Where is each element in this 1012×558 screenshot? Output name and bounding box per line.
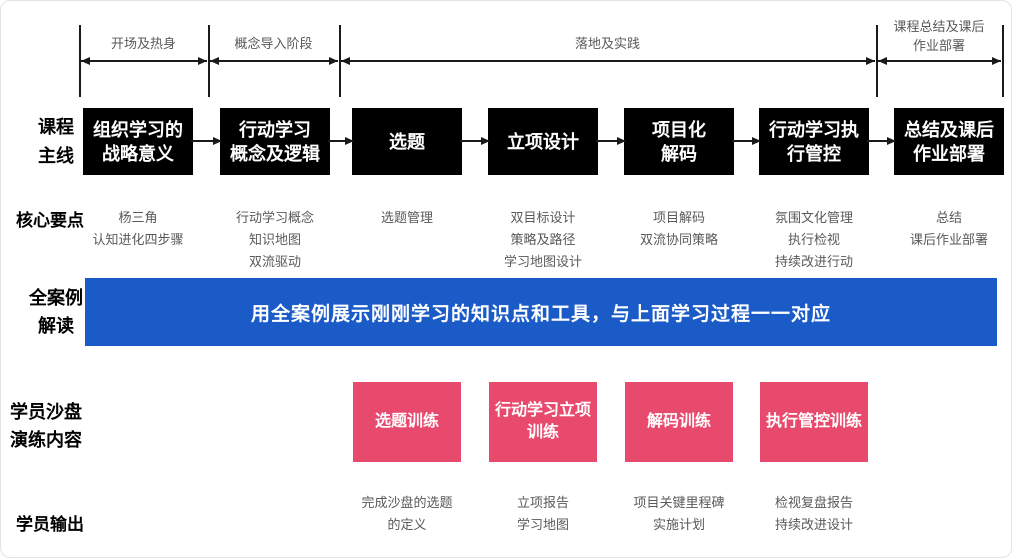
key-points-text: 杨三角 认知进化四步骤 — [92, 210, 184, 247]
course-box-topic: 选题 — [352, 108, 462, 175]
row-label-sandbox-practice: 学员沙盘 演练内容 — [10, 402, 82, 450]
double-arrow-icon — [341, 60, 875, 62]
timeline-phase-label: 落地及实践 — [574, 36, 640, 51]
row-label-course-main-line: 课程 主线 — [38, 117, 74, 166]
timeline-tick — [79, 25, 81, 97]
timeline-tick — [339, 25, 341, 97]
course-box-strategy: 组织学习的 战略意义 — [83, 108, 193, 175]
output-text: 项目关键里程碑 实施计划 — [633, 495, 725, 532]
sandbox-box-project-training: 行动学习立项 训练 — [489, 382, 597, 462]
key-points-text: 行动学习概念 知识地图 双流驱动 — [235, 210, 314, 269]
key-points-text: 氛围文化管理 执行检视 持续改进行动 — [774, 210, 853, 269]
key-points-text: 项目解码 双流协同策略 — [639, 210, 718, 247]
arrow-right-icon — [867, 140, 895, 142]
key-points-text: 选题管理 — [380, 210, 433, 225]
row-label-student-output: 学员输出 — [16, 515, 84, 534]
sandbox-box-execution-training: 执行管控训练 — [760, 382, 868, 462]
timeline-tick — [1002, 25, 1004, 97]
timeline-tick — [208, 25, 210, 97]
output-text: 检视复盘报告 持续改进设计 — [774, 495, 853, 532]
row-label-key-points: 核心要点 — [16, 211, 84, 230]
sandbox-box-decoding-training: 解码训练 — [625, 382, 733, 462]
arrow-right-icon — [596, 140, 625, 142]
course-box-concept: 行动学习 概念及逻辑 — [220, 108, 330, 175]
course-box-project-design: 立项设计 — [488, 108, 598, 175]
output-text: 立项报告 学习地图 — [516, 495, 569, 532]
double-arrow-icon — [210, 60, 338, 62]
course-box-decoding: 项目化 解码 — [624, 108, 734, 175]
row-label-full-case: 全案例 解读 — [29, 288, 83, 336]
full-case-banner: 用全案例展示刚刚学习的知识点和工具，与上面学习过程一一对应 — [85, 278, 997, 346]
timeline-tick — [876, 25, 878, 97]
arrow-right-icon — [328, 140, 353, 142]
arrow-right-icon — [732, 140, 760, 142]
double-arrow-icon — [878, 60, 1001, 62]
arrow-right-icon — [460, 140, 489, 142]
course-box-summary: 总结及课后 作业部署 — [894, 108, 1004, 175]
output-text: 完成沙盘的选题 的定义 — [361, 495, 453, 532]
key-points-text: 双目标设计 策略及路径 学习地图设计 — [503, 210, 582, 269]
sandbox-box-topic-training: 选题训练 — [353, 382, 461, 462]
timeline-phase-label: 课程总结及课后 作业部署 — [893, 19, 985, 53]
course-box-execution: 行动学习执 行管控 — [759, 108, 869, 175]
timeline-phase-label: 概念导入阶段 — [234, 36, 313, 51]
key-points-text: 总结 课后作业部署 — [909, 210, 988, 247]
timeline-phase-label: 开场及热身 — [110, 36, 176, 51]
double-arrow-icon — [81, 60, 207, 62]
arrow-right-icon — [191, 140, 221, 142]
